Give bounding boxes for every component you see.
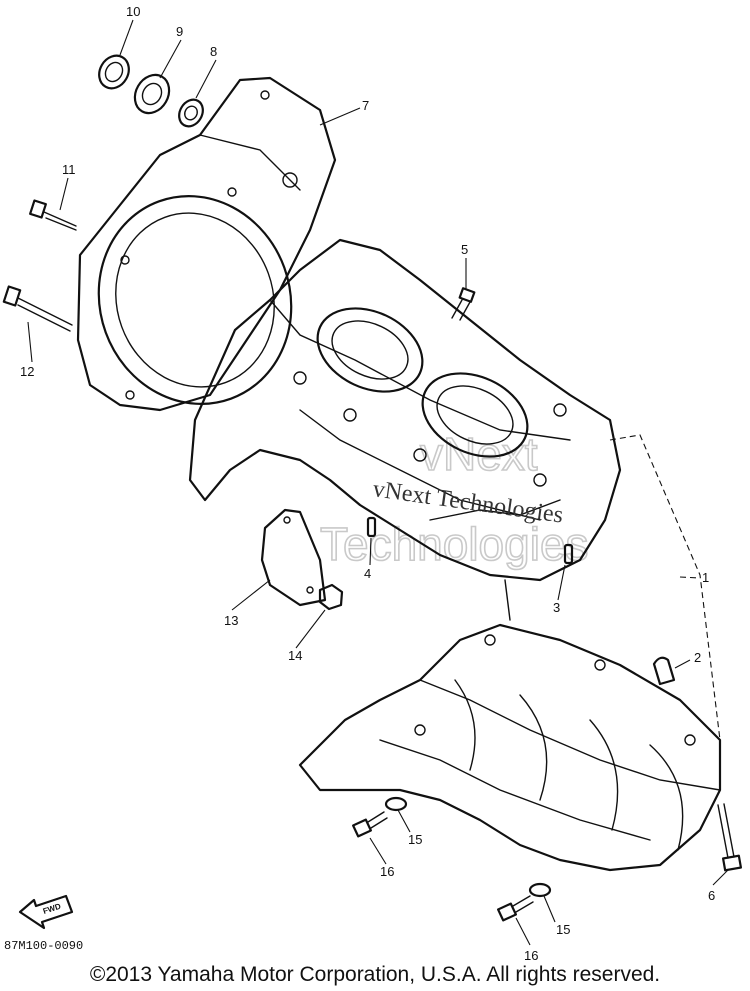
bolt-long-lower xyxy=(717,803,743,872)
callout-11: 11 xyxy=(62,162,76,177)
callout-12: 12 xyxy=(20,364,34,379)
part-code: 87M100-0090 xyxy=(4,939,84,953)
callout-7: 7 xyxy=(362,98,369,113)
copyright-notice: ©2013 Yamaha Motor Corporation, U.S.A. A… xyxy=(89,963,661,986)
watermark-large: vNext Technologies xyxy=(319,427,589,571)
callout-labels: 1 2 3 4 5 6 7 8 9 10 11 12 13 14 15 15 1… xyxy=(20,4,715,963)
lower-crankcase xyxy=(298,579,722,872)
bearing-small xyxy=(178,98,204,128)
callout-15-lower: 15 xyxy=(556,922,570,937)
bolt-short xyxy=(29,199,77,231)
bearing-large xyxy=(133,73,171,115)
bolt-long xyxy=(2,285,73,332)
callout-3: 3 xyxy=(553,600,560,615)
callout-13: 13 xyxy=(224,613,238,628)
cover-plate xyxy=(260,508,327,607)
callout-10: 10 xyxy=(126,4,140,19)
washer-lower xyxy=(528,882,552,898)
callout-15-upper: 15 xyxy=(408,832,422,847)
callout-8: 8 xyxy=(210,44,217,59)
forward-arrow-icon: FWD xyxy=(18,894,74,930)
washer-upper xyxy=(384,796,408,812)
upper-crankcase xyxy=(188,238,622,582)
bolt-lower-short xyxy=(497,895,534,922)
callout-4: 4 xyxy=(364,566,371,581)
callout-9: 9 xyxy=(176,24,183,39)
callout-1: 1 xyxy=(702,570,709,585)
dowel-pin-right xyxy=(563,543,574,565)
bolt-upper-short xyxy=(352,811,388,838)
bolt-top xyxy=(451,287,476,321)
callout-14: 14 xyxy=(288,648,302,663)
callout-2: 2 xyxy=(694,650,701,665)
dowel-pin-left xyxy=(366,516,377,538)
callout-6: 6 xyxy=(708,888,715,903)
nut xyxy=(318,583,344,611)
crankcase-cover xyxy=(76,76,337,412)
callout-16-lower: 16 xyxy=(524,948,538,963)
callout-5: 5 xyxy=(461,242,468,257)
seal-ring xyxy=(98,54,130,90)
callout-16-upper: 16 xyxy=(380,864,394,879)
leader-lines xyxy=(27,19,729,946)
end-cap xyxy=(652,656,676,686)
